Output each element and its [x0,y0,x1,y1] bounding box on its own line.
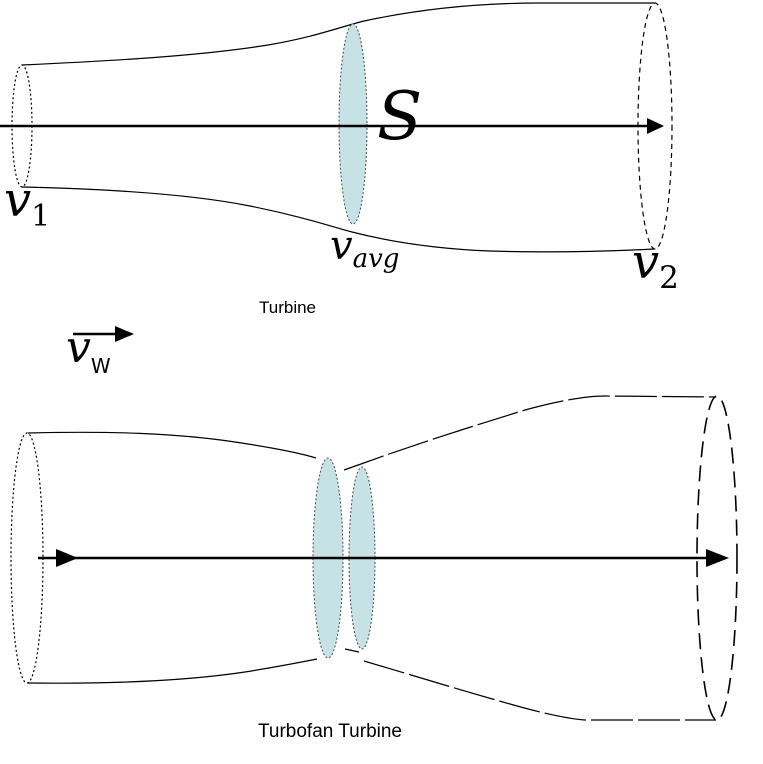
v1-subscript: 1 [31,198,51,234]
top-flow-arrowhead-icon [647,118,664,134]
vw-base: v [66,322,91,373]
bottom-exhaust-upper-boundary [343,395,717,471]
vavg-base: v [330,223,353,269]
bottom-intake-lower-boundary [27,658,318,684]
wind-arrowhead-icon [115,326,134,342]
bottom-right-arrowhead-icon [706,549,729,567]
top-streamtube-upper-boundary [21,2,655,66]
top-streamtube-lower-boundary [21,186,655,253]
vavg-label: vavg [330,223,399,272]
v1-base: v [4,172,32,228]
s-label: S [377,84,422,150]
bottom-left-arrowhead-icon [56,549,78,567]
s-symbol: S [377,78,423,155]
v2-label: v2 [632,238,679,293]
top-actuator-disk [338,23,368,225]
bottom-outlet-ellipse [696,395,738,721]
bottom-exhaust-lower-boundary [363,660,716,721]
vavg-subscript: avg [352,244,400,275]
vw-subscript: W [90,354,111,378]
bottom-intake-upper-boundary [27,431,317,459]
v2-subscript: 2 [659,259,679,296]
bottom-disk-gap-lower-connector [344,648,360,653]
turbofan-caption: Turbofan Turbine [258,721,402,742]
v1-label: v1 [4,176,50,231]
wind-velocity-label: vW [66,326,111,377]
turbine-caption: Turbine [259,298,317,317]
v2-base: v [632,234,660,290]
